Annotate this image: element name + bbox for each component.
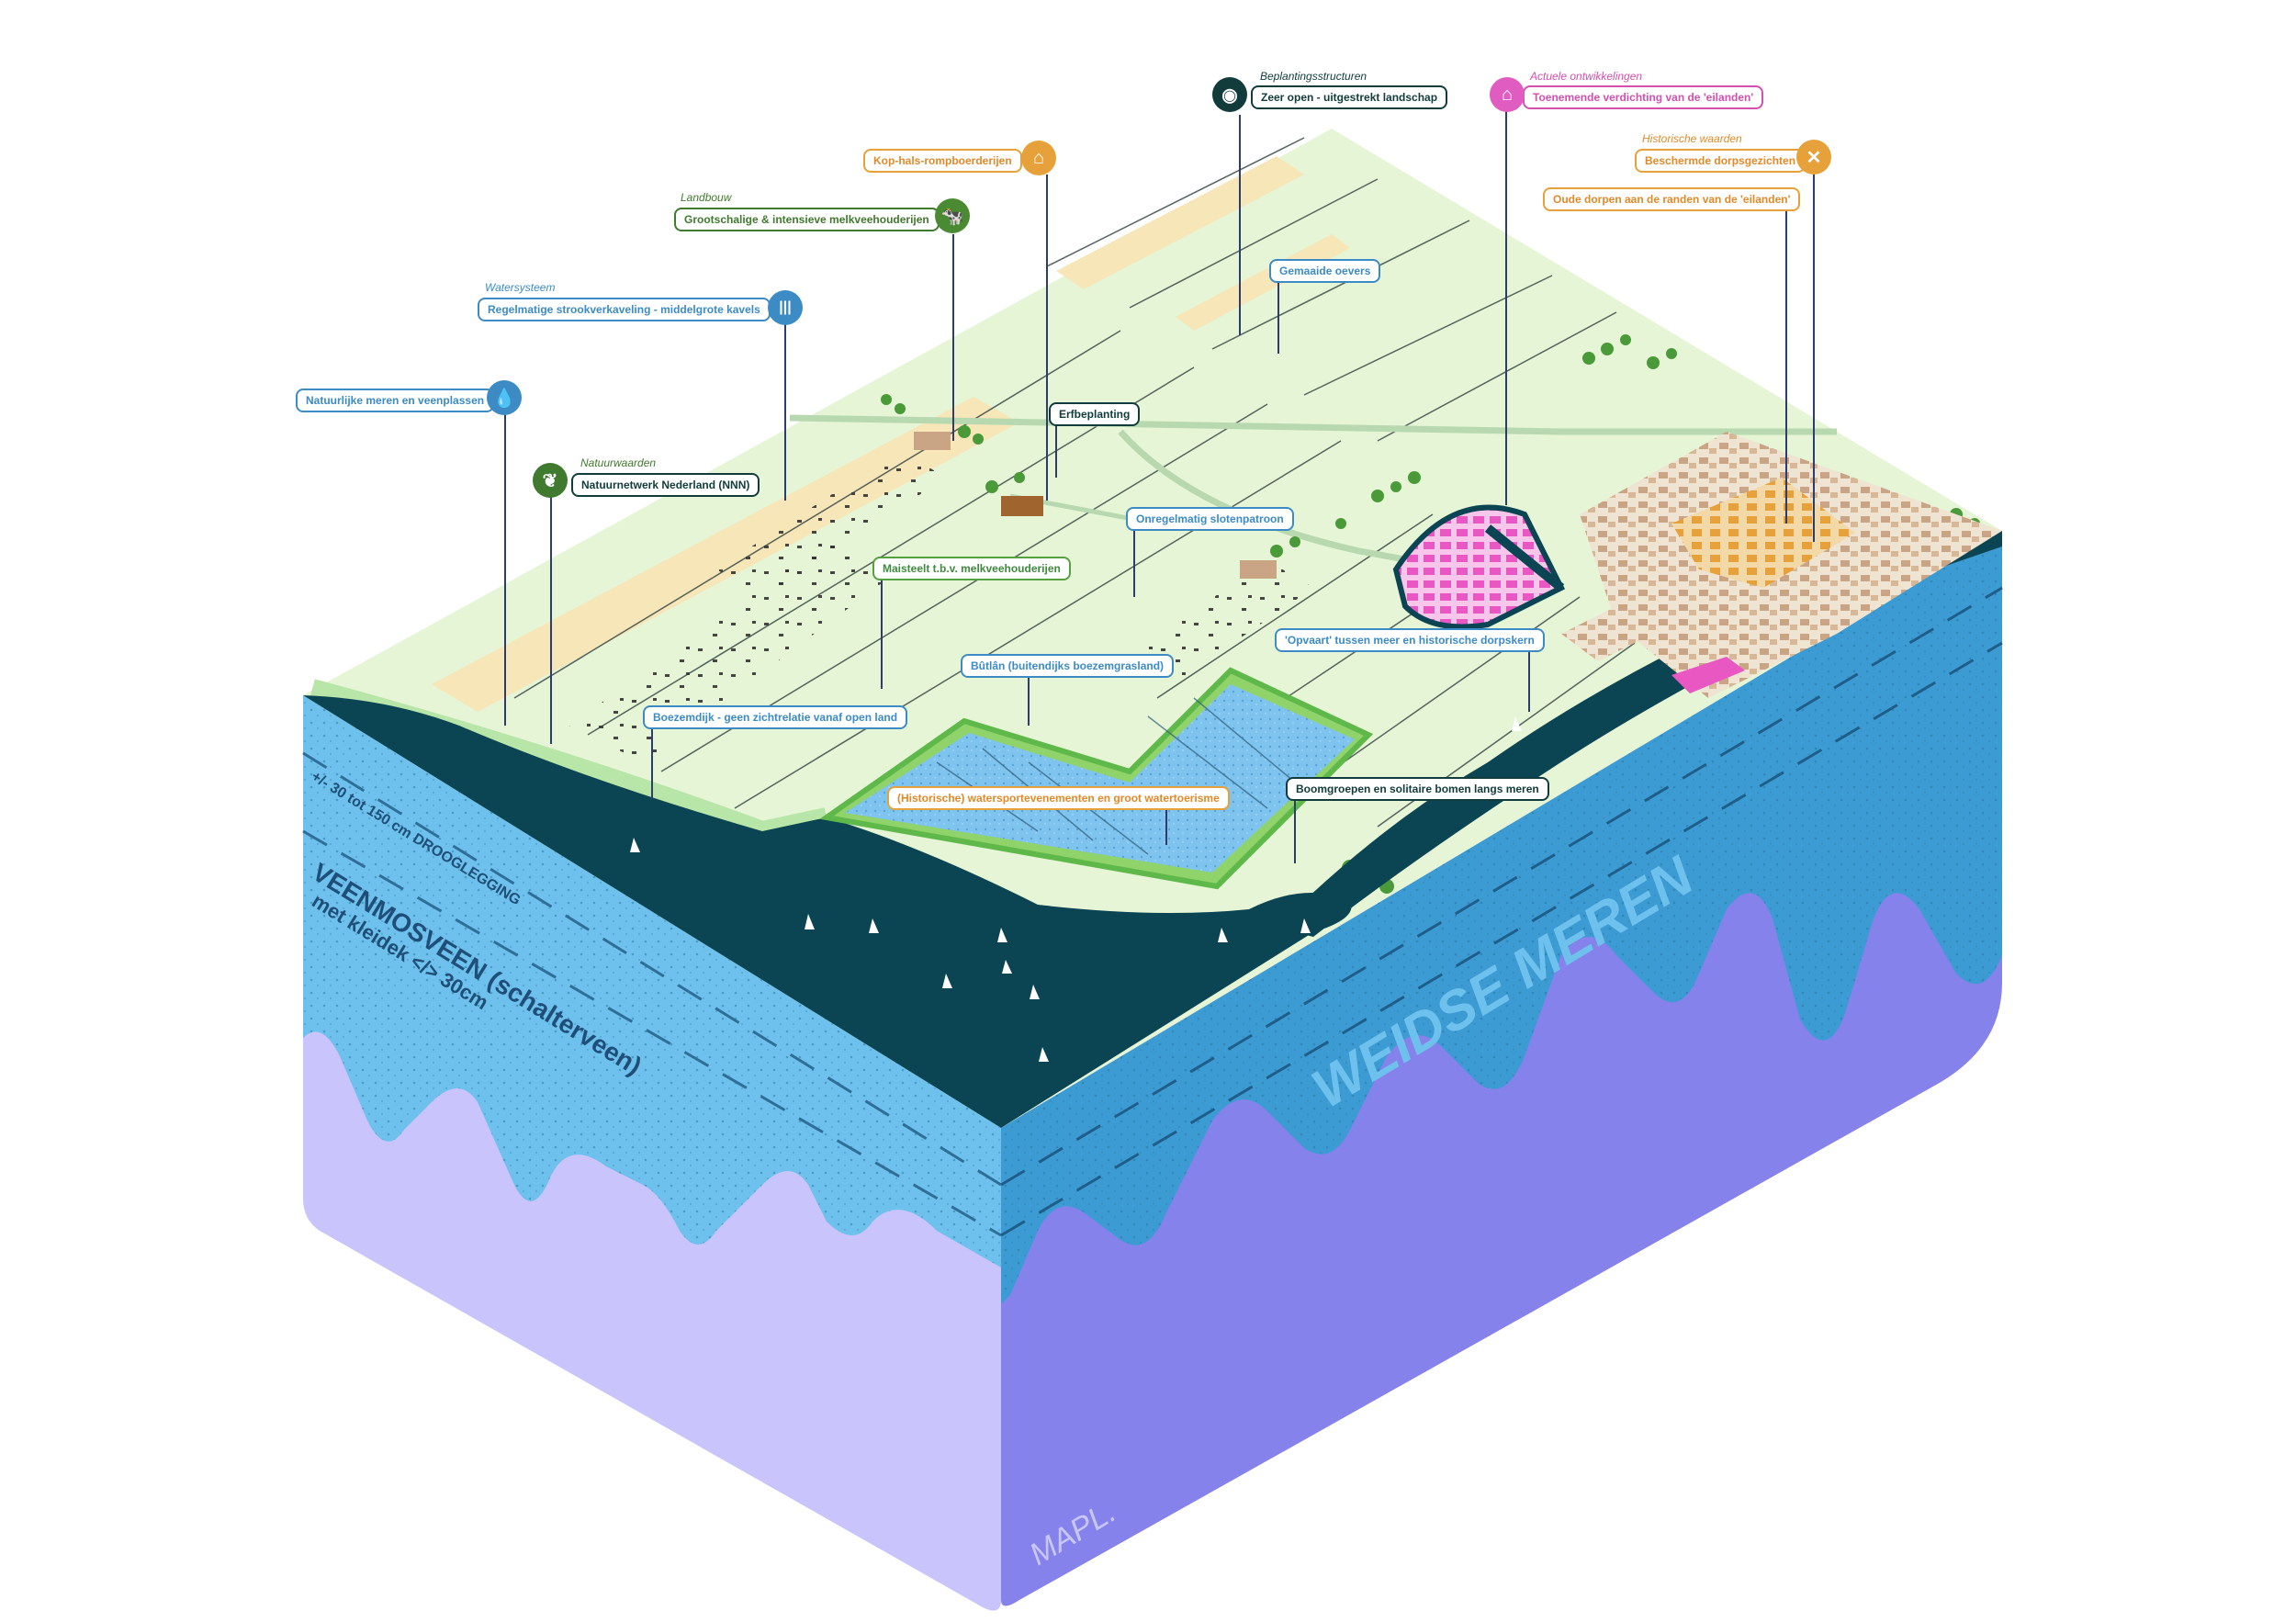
opvaart-label: 'Opvaart' tussen meer en historische dor… <box>1275 628 1545 652</box>
erfbeplanting-label: Erfbeplanting <box>1049 402 1141 426</box>
windmill-icon: ✕ <box>1796 140 1831 175</box>
cow-icon: 🐄 <box>935 198 970 233</box>
butlan-polder <box>819 667 1374 890</box>
water-drop-icon: 💧 <box>487 380 522 415</box>
boomgroepen-label: Boomgroepen en solitaire bomen langs mer… <box>1286 777 1549 801</box>
village <box>1392 432 2002 698</box>
house-icon: ⌂ <box>1490 77 1525 112</box>
landbouw-label: Grootschalige & intensieve melkveehouder… <box>674 208 940 231</box>
beplanting-label: Zeer open - uitgestrekt landschap <box>1251 85 1448 109</box>
landbouw-category: Landbouw <box>681 191 732 204</box>
butlan-label: Bûtlân (buitendijks boezemgrasland) <box>961 654 1175 678</box>
water-lines-icon: ||| <box>768 290 803 325</box>
boezemdijk-label: Boezemdijk - geen zichtrelatie vanaf ope… <box>643 705 908 729</box>
kop-hals-label: Kop-hals-rompboerderijen <box>863 149 1022 173</box>
farmhouse-icon: ⌂ <box>1021 141 1056 175</box>
lake <box>303 531 2002 1128</box>
actuele-label: Toenemende verdichting van de 'eilanden' <box>1523 85 1764 109</box>
natuurlijke-meren-label: Natuurlijke meren en veenplassen <box>296 389 495 412</box>
onregelmatig-label: Onregelmatig slotenpatroon <box>1126 507 1294 531</box>
leader-lines <box>504 110 1815 863</box>
watersport-label: (Historische) watersportevenementen en g… <box>887 786 1230 810</box>
beplanting-category: Beplantingsstructuren <box>1260 70 1367 83</box>
watersysteem-label: Regelmatige strookverkaveling - middelgr… <box>478 298 771 321</box>
maisteelt-label: Maisteelt t.b.v. melkveehouderijen <box>872 557 1071 580</box>
actuele-category: Actuele ontwikkelingen <box>1530 70 1643 83</box>
oude-dorpen-label: Oude dorpen aan de randen van de 'eiland… <box>1543 187 1801 211</box>
historische-label: Beschermde dorpsgezichten <box>1635 149 1806 173</box>
eye-icon: ◉ <box>1212 77 1247 112</box>
natuurwaarden-label: Natuurnetwerk Nederland (NNN) <box>571 473 760 497</box>
historische-category: Historische waarden <box>1642 132 1742 145</box>
left-face <box>302 695 1002 1611</box>
natuurwaarden-category: Natuurwaarden <box>580 456 657 469</box>
watersysteem-category: Watersysteem <box>485 281 556 294</box>
gemaaide-oevers-label: Gemaaide oevers <box>1269 259 1381 283</box>
leaf-icon: ❦ <box>533 463 568 498</box>
right-face <box>1000 531 2003 1606</box>
